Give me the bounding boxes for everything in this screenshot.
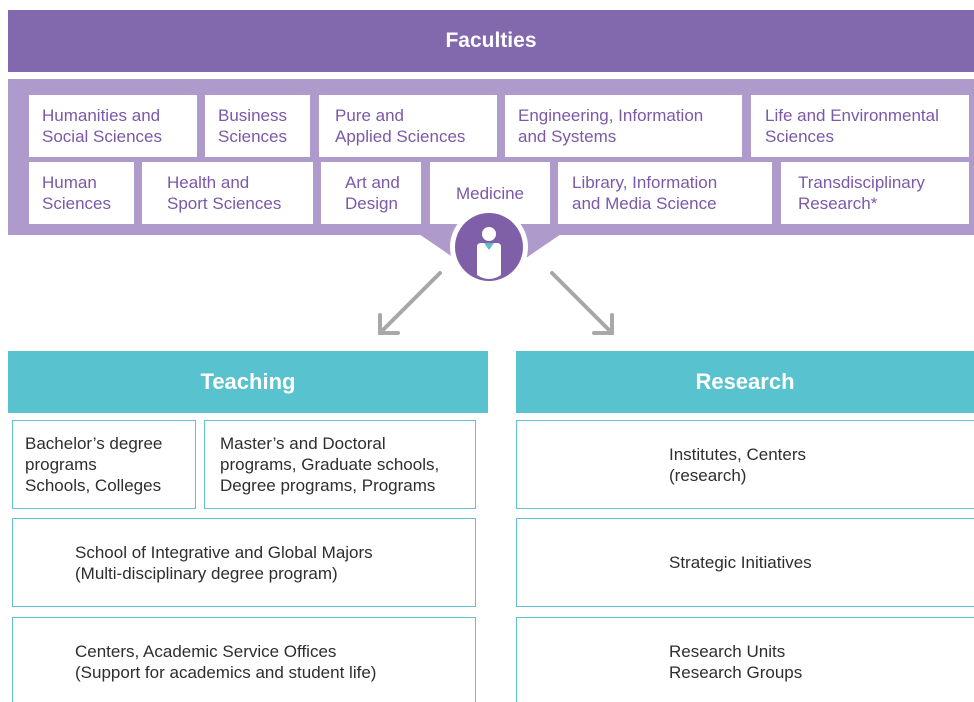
box-bachelor-programs: Bachelor’s degree programs Schools, Coll… bbox=[12, 420, 196, 509]
research-title: Research bbox=[695, 369, 795, 394]
box-research-units: Research Units Research Groups bbox=[516, 617, 974, 702]
box-strategic-initiatives: Strategic Initiatives bbox=[516, 518, 974, 607]
arrow-right-down-icon bbox=[550, 271, 614, 335]
research-header: Research bbox=[516, 351, 974, 413]
box-centers-academic-service: Centers, Academic Service Offices (Suppo… bbox=[12, 617, 476, 702]
box-integrative-global-majors: School of Integrative and Global Majors … bbox=[12, 518, 476, 607]
faculties-header: Faculties bbox=[8, 10, 974, 72]
arrow-left-down-icon bbox=[378, 271, 442, 335]
person-icon bbox=[477, 227, 501, 279]
box-graduate-programs: Master’s and Doctoral programs, Graduate… bbox=[204, 420, 476, 509]
faculties-title: Faculties bbox=[445, 29, 537, 52]
box-institutes-centers: Institutes, Centers (research) bbox=[516, 420, 974, 509]
teaching-header: Teaching bbox=[8, 351, 488, 413]
teaching-title: Teaching bbox=[200, 369, 296, 394]
